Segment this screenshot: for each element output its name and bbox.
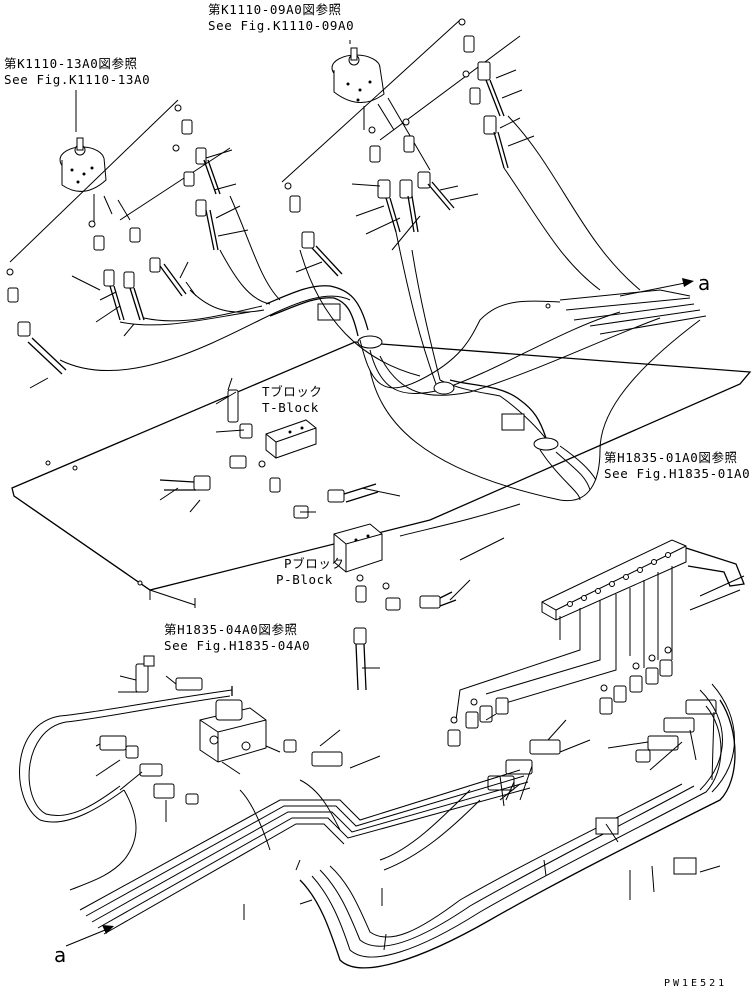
ref-top-left-jp: 第K1110-13A0図参照 xyxy=(4,56,138,71)
p-block xyxy=(293,483,521,691)
t-block xyxy=(159,377,317,513)
ref-right-en: See Fig.H1835-01A0 xyxy=(604,466,750,481)
ref-right-jp: 第H1835-01A0図参照 xyxy=(604,450,738,465)
t-block-label-jp: Tブロック xyxy=(262,384,323,399)
hose-bundles xyxy=(59,115,707,502)
arrow-left-a xyxy=(65,925,114,947)
pilot-valve-right xyxy=(331,47,385,103)
manifold-ports xyxy=(567,552,671,607)
ref-lower-left-en: See Fig.H1835-04A0 xyxy=(164,638,310,653)
hoses-left-cluster xyxy=(6,104,249,389)
t-block-label-en: T-Block xyxy=(262,400,319,415)
hoses-right-cluster xyxy=(284,18,535,277)
p-block-label-jp: Pブロック xyxy=(284,556,345,571)
ref-lower-left-jp: 第H1835-04A0図参照 xyxy=(164,622,298,637)
ref-top-center-jp: 第K1110-09A0図参照 xyxy=(208,2,342,17)
leader-lines xyxy=(9,19,521,263)
manifold-fittings xyxy=(447,646,673,747)
arrow-right-a xyxy=(619,278,694,297)
pilot-valve-left xyxy=(59,137,107,192)
p-block-label-en: P-Block xyxy=(276,572,333,587)
ref-top-left-en: See Fig.K1110-13A0 xyxy=(4,72,150,87)
connector-right-a: a xyxy=(698,271,710,295)
ref-top-center-en: See Fig.K1110-09A0 xyxy=(208,18,354,33)
lower-hose-runs xyxy=(19,683,736,969)
connector-left-a: a xyxy=(54,943,66,967)
right-manifold xyxy=(447,539,745,801)
floor-plate xyxy=(11,303,752,608)
lower-left-valve xyxy=(95,655,381,822)
drawing-code: PW1E521 xyxy=(664,978,727,989)
